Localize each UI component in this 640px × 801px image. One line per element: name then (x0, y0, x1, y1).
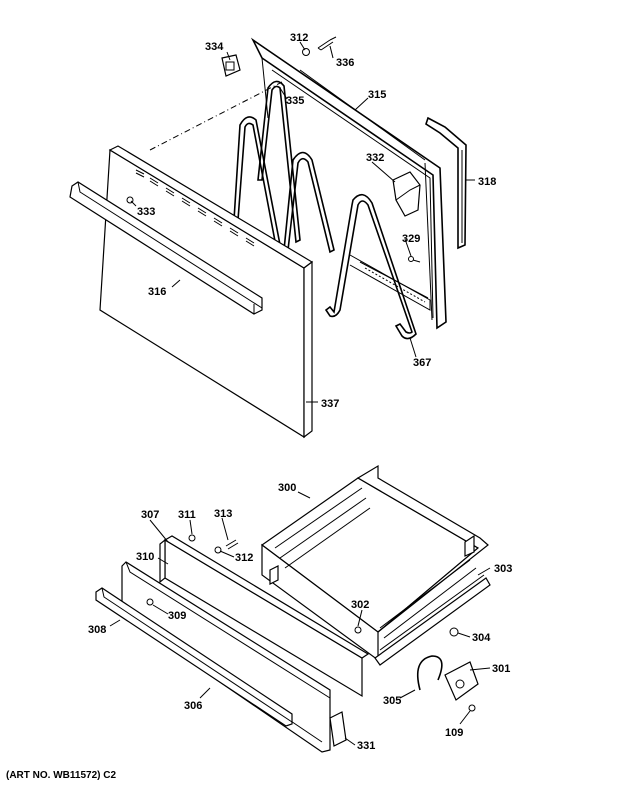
nut-304 (449, 627, 459, 637)
part-label-313: 313 (214, 508, 232, 520)
guide-line (149, 81, 283, 151)
part-label-329: 329 (402, 233, 420, 245)
screw-312-top (302, 48, 310, 56)
part-label-308: 308 (88, 624, 106, 636)
part-label-367: 367 (413, 357, 431, 369)
part-label-331: 331 (357, 740, 375, 752)
part-label-300: 300 (278, 482, 296, 494)
part-label-332: 332 (366, 152, 384, 164)
outer-door-panel (99, 145, 314, 439)
part-label-302: 302 (351, 599, 369, 611)
drawer-handle (95, 587, 293, 727)
part-label-315: 315 (368, 89, 386, 101)
door-side-trim (425, 116, 467, 250)
part-label-311: 311 (178, 509, 196, 521)
screw-302 (354, 626, 362, 634)
part-label-305: 305 (383, 695, 401, 707)
part-label-309: 309 (168, 610, 186, 622)
screw-333 (126, 196, 134, 204)
part-label-310: 310 (136, 551, 154, 563)
part-label-306: 306 (184, 700, 202, 712)
bracket-331 (329, 711, 347, 747)
screw-329 (408, 256, 421, 263)
screw-312-bottom (214, 546, 222, 554)
part-label-307: 307 (141, 509, 159, 521)
leader-lines (109, 41, 491, 746)
hinge-bracket-334 (221, 54, 241, 77)
screw-311 (188, 534, 196, 542)
part-label-312: 312 (290, 32, 308, 44)
part-label-334: 334 (205, 41, 224, 53)
door-inner-frame (250, 37, 447, 330)
part-label-312-b: 312 (235, 552, 253, 564)
part-label-337: 337 (321, 398, 339, 410)
art-number-caption: (ART NO. WB11572) C2 (6, 770, 117, 781)
door-hinge-center (283, 151, 335, 254)
door-vent-slots (135, 169, 255, 247)
part-label-316: 316 (148, 286, 166, 298)
door-hinge-left (233, 116, 283, 259)
screw-109 (468, 704, 476, 712)
door-hinge-367 (324, 193, 417, 340)
door-bracket-332 (392, 171, 421, 217)
part-label-335: 335 (286, 95, 304, 107)
part-label-301: 301 (492, 663, 510, 675)
drawer-slide-rail (374, 574, 491, 666)
part-label-304: 304 (472, 632, 491, 644)
screw-336 (317, 36, 337, 51)
screw-313 (225, 539, 239, 550)
screw-309 (146, 598, 154, 606)
part-label-109: 109 (445, 727, 463, 739)
wire-clip-305 (416, 655, 443, 691)
bracket-301 (444, 661, 479, 701)
part-label-303: 303 (494, 563, 512, 575)
part-label-333: 333 (137, 206, 155, 218)
part-label-318: 318 (478, 176, 496, 188)
part-label-336: 336 (336, 57, 354, 69)
door-handle (69, 181, 263, 315)
